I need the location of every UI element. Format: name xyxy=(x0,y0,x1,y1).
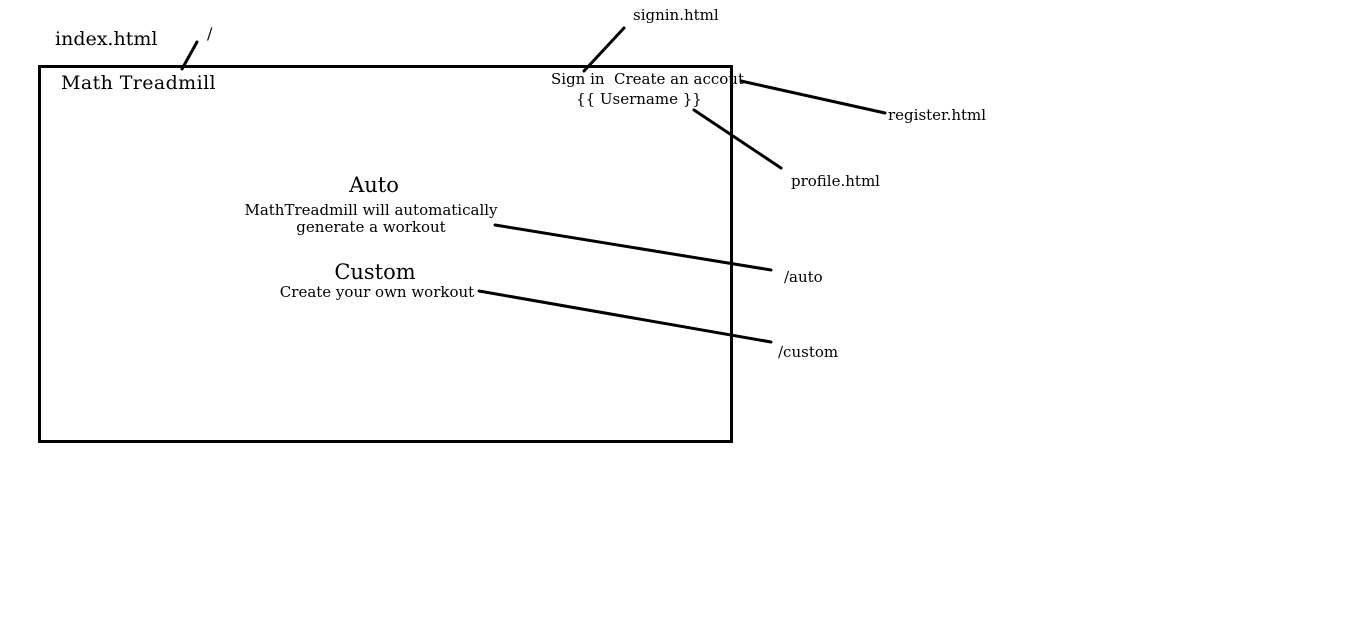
register-annotation: register.html xyxy=(888,106,987,124)
auto-option-description: MathTreadmill will automatically generat… xyxy=(244,201,498,236)
brand-title[interactable]: Math Treadmill xyxy=(61,72,217,94)
auto-option-title[interactable]: Auto xyxy=(349,173,399,197)
page-frame xyxy=(38,65,733,443)
profile-annotation: profile.html xyxy=(791,172,880,190)
username-profile-link[interactable]: {{ Username }} xyxy=(576,90,702,108)
auto-route-annotation: /auto xyxy=(784,268,823,286)
file-name-label: index.html xyxy=(55,28,158,50)
custom-option-title[interactable]: Custom xyxy=(334,260,416,284)
custom-option-description: Create your own workout xyxy=(279,283,475,301)
signin-link[interactable]: Sign in xyxy=(551,70,605,88)
root-route-label: / xyxy=(207,24,213,43)
register-line xyxy=(739,79,887,115)
register-link[interactable]: Create an accout xyxy=(614,70,744,88)
signin-annotation: signin.html xyxy=(633,6,719,24)
custom-route-annotation: /custom xyxy=(778,343,839,361)
